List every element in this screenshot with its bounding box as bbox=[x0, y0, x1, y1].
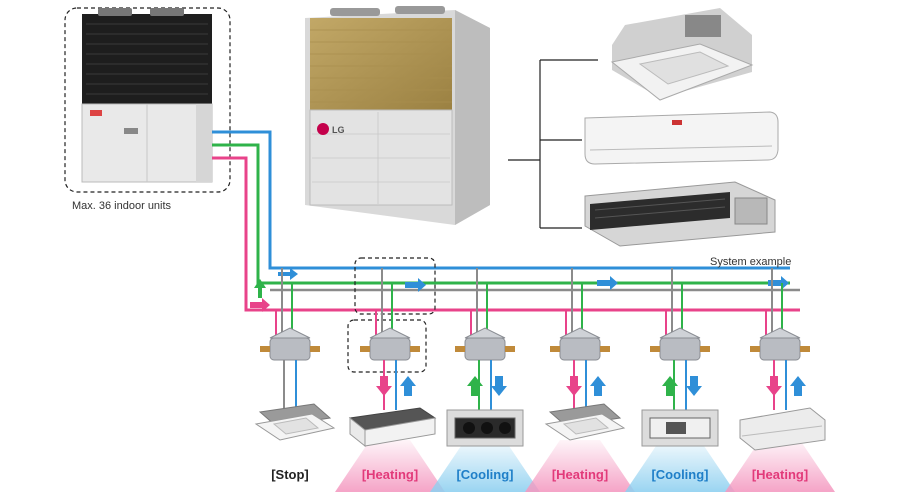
zone-mode-label: [Heating] bbox=[361, 467, 419, 482]
zone-mode-label: [Cooling] bbox=[651, 467, 709, 482]
brand-logo-text: LG bbox=[332, 125, 345, 135]
branch-box-highlight-frame bbox=[347, 319, 427, 373]
arrow-right-icon bbox=[768, 276, 789, 290]
arrow-right-icon bbox=[597, 276, 618, 290]
branch-box-icon bbox=[260, 327, 320, 361]
ceiling-cassette-icon bbox=[254, 403, 336, 441]
branch-box-icon bbox=[550, 327, 610, 361]
ducted-unit-icon bbox=[446, 409, 524, 447]
cooling-airflow-glow bbox=[625, 440, 735, 492]
arrow-up-icon bbox=[467, 376, 483, 396]
heating-airflow-glow bbox=[725, 440, 835, 492]
ceiling-suspended-unit-icon bbox=[739, 407, 826, 451]
lg-outdoor-unit-icon bbox=[305, 6, 490, 225]
heating-airflow-glow bbox=[335, 440, 445, 492]
indoor-zone bbox=[335, 268, 445, 492]
branch-box-icon bbox=[455, 327, 515, 361]
outdoor-unit-icon bbox=[81, 8, 213, 183]
indoor-zones bbox=[254, 268, 835, 492]
arrow-down-icon bbox=[491, 376, 507, 396]
arrow-down-icon bbox=[686, 376, 702, 396]
arrow-right-icon bbox=[405, 278, 426, 292]
arrow-down-icon bbox=[566, 376, 582, 396]
arrow-down-icon bbox=[766, 376, 782, 396]
refrigerant-piping bbox=[212, 130, 800, 312]
arrow-up-icon bbox=[790, 376, 806, 396]
branch-box-icon bbox=[750, 327, 810, 361]
zone-mode-label: [Heating] bbox=[751, 467, 809, 482]
branch-box-icon bbox=[360, 327, 420, 361]
indoor-zone bbox=[525, 268, 635, 492]
gas-pipe-blue bbox=[212, 130, 790, 270]
indoor-zone bbox=[725, 268, 835, 492]
example-wall-unit-icon bbox=[584, 111, 779, 165]
example-ducted-unit-icon bbox=[584, 181, 776, 247]
arrow-right-icon bbox=[250, 294, 270, 312]
arrow-up-icon bbox=[662, 376, 678, 396]
ceiling-slim-cassette-icon bbox=[348, 407, 437, 448]
arrow-right-icon bbox=[278, 268, 298, 280]
cooling-airflow-glow bbox=[430, 440, 540, 492]
indoor-zone bbox=[254, 268, 336, 441]
zone-mode-label: [Heating] bbox=[551, 467, 609, 482]
example-cassette-unit-icon bbox=[610, 8, 754, 101]
arrow-up-icon bbox=[400, 376, 416, 396]
outdoor-unit-group bbox=[64, 7, 231, 193]
system-example-bracket bbox=[508, 59, 598, 229]
heating-airflow-glow bbox=[525, 440, 635, 492]
system-example-caption: System example bbox=[710, 256, 792, 268]
zone-mode-label: [Cooling] bbox=[456, 467, 514, 482]
branch-box-icon bbox=[650, 327, 710, 361]
flow-arrows bbox=[250, 268, 789, 312]
arrow-down-icon bbox=[376, 376, 392, 396]
indoor-zone bbox=[430, 268, 540, 492]
ducted-box-unit-icon bbox=[641, 409, 719, 447]
header-highlight-frame bbox=[354, 257, 436, 315]
indoor-zone bbox=[625, 268, 735, 492]
arrow-up-icon bbox=[254, 279, 266, 298]
outdoor-unit-caption: Max. 36 indoor units bbox=[72, 200, 172, 212]
liquid-pipe-green bbox=[212, 143, 790, 285]
arrow-up-icon bbox=[590, 376, 606, 396]
hot-gas-pipe-pink bbox=[212, 156, 800, 312]
outdoor-unit-dashed-frame bbox=[64, 7, 231, 193]
ceiling-cassette-icon bbox=[544, 403, 626, 441]
zone-mode-label: [Stop] bbox=[271, 467, 309, 482]
lg-logo-icon bbox=[317, 123, 329, 135]
